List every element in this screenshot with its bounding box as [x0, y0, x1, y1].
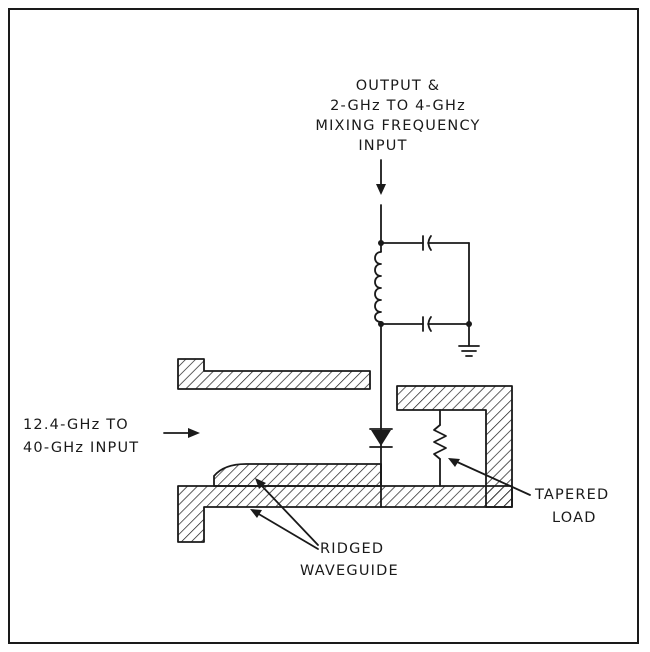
- waveguide-body: [177, 358, 513, 543]
- output-label-line2: 2-GHz TO 4-GHz: [330, 98, 466, 114]
- upper-left-wall: [177, 358, 371, 390]
- tapered-load-icon: [433, 409, 447, 487]
- guide-label-line1: RIDGED: [320, 541, 384, 557]
- output-label-line1: OUTPUT &: [356, 78, 441, 94]
- output-label-line4: INPUT: [358, 138, 407, 154]
- input-arrow-icon: [163, 428, 200, 438]
- load-leader-arrow-icon: [448, 458, 531, 496]
- ridged-waveguide-label: RIDGED WAVEGUIDE: [300, 541, 399, 579]
- output-label-line3: MIXING FREQUENCY: [315, 118, 480, 134]
- capacitor-icon: [380, 235, 470, 325]
- output-arrow-icon: [376, 159, 386, 195]
- figure-frame: [8, 8, 639, 644]
- output-label: OUTPUT & 2-GHz TO 4-GHz MIXING FREQUENCY…: [315, 78, 480, 154]
- input-label-line1: 12.4-GHz TO: [23, 417, 129, 433]
- diode-icon: [369, 428, 393, 448]
- tapered-load-label: TAPERED LOAD: [534, 487, 609, 526]
- input-label-line2: 40-GHz INPUT: [23, 440, 139, 456]
- ground-icon: [458, 323, 480, 357]
- lower-wall: [177, 485, 513, 543]
- ridge: [213, 463, 382, 487]
- input-label: 12.4-GHz TO 40-GHz INPUT: [23, 417, 139, 456]
- load-label-line2: LOAD: [552, 510, 597, 526]
- guide-leader-arrows-icon: [250, 478, 319, 550]
- load-label-line1: TAPERED: [534, 487, 609, 503]
- guide-label-line2: WAVEGUIDE: [300, 563, 399, 579]
- bypass-capacitor-icon: [380, 316, 470, 332]
- inductor-icon: [374, 251, 384, 323]
